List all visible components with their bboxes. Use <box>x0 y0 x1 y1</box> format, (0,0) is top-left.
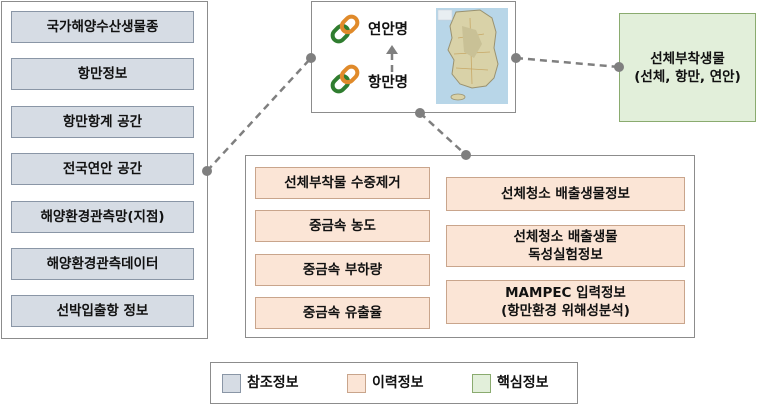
history-item: 선체청소 배출생물 독성실험정보 <box>446 225 685 267</box>
history-item-line: 독성실험정보 <box>528 247 603 263</box>
connector-center-history <box>419 112 467 156</box>
reference-item: 해양환경관측데이터 <box>11 248 194 280</box>
chain-link-icon <box>330 14 360 44</box>
history-item: 중금속 유출율 <box>255 297 430 329</box>
coast-name-label: 연안명 <box>368 22 409 38</box>
reference-item: 선박입출항 정보 <box>11 295 194 327</box>
reference-item: 항만항계 공간 <box>11 106 194 138</box>
legend-panel <box>210 362 578 404</box>
history-item: MAMPEC 입력정보 (항만환경 위해성분석) <box>446 280 685 324</box>
core-title: 선체부착생물 <box>650 50 725 67</box>
history-item-line: 선체청소 배출생물 <box>513 229 618 245</box>
history-item: 선체청소 배출생물정보 <box>446 177 685 211</box>
legend-label: 참조정보 <box>247 375 299 391</box>
legend-label: 핵심정보 <box>497 375 549 391</box>
history-item: 선체부착물 수중제거 <box>255 167 430 199</box>
legend-swatch-reference <box>222 374 241 393</box>
connector-center-core <box>515 56 620 69</box>
legend-label: 이력정보 <box>372 375 424 391</box>
core-info-box: 선체부착생물 (선체, 항만, 연안) <box>619 13 756 122</box>
reference-item: 해양환경관측망(지점) <box>11 201 194 233</box>
chain-link-icon <box>330 64 360 94</box>
history-item: 중금속 농도 <box>255 210 430 242</box>
reference-item: 항만정보 <box>11 58 194 90</box>
reference-item: 전국연안 공간 <box>11 153 194 185</box>
port-name-label: 항만명 <box>368 75 409 91</box>
core-subtitle: (선체, 항만, 연안) <box>634 68 741 85</box>
history-item-line: (항만환경 위해성분석) <box>501 303 630 319</box>
reference-item: 국가해양수산생물종 <box>11 11 194 43</box>
korea-map-icon <box>436 8 508 104</box>
legend-swatch-history <box>347 374 366 393</box>
history-item: 중금속 부하량 <box>255 254 430 286</box>
legend-swatch-core <box>472 374 491 393</box>
history-item-line: MAMPEC 입력정보 <box>505 285 626 301</box>
